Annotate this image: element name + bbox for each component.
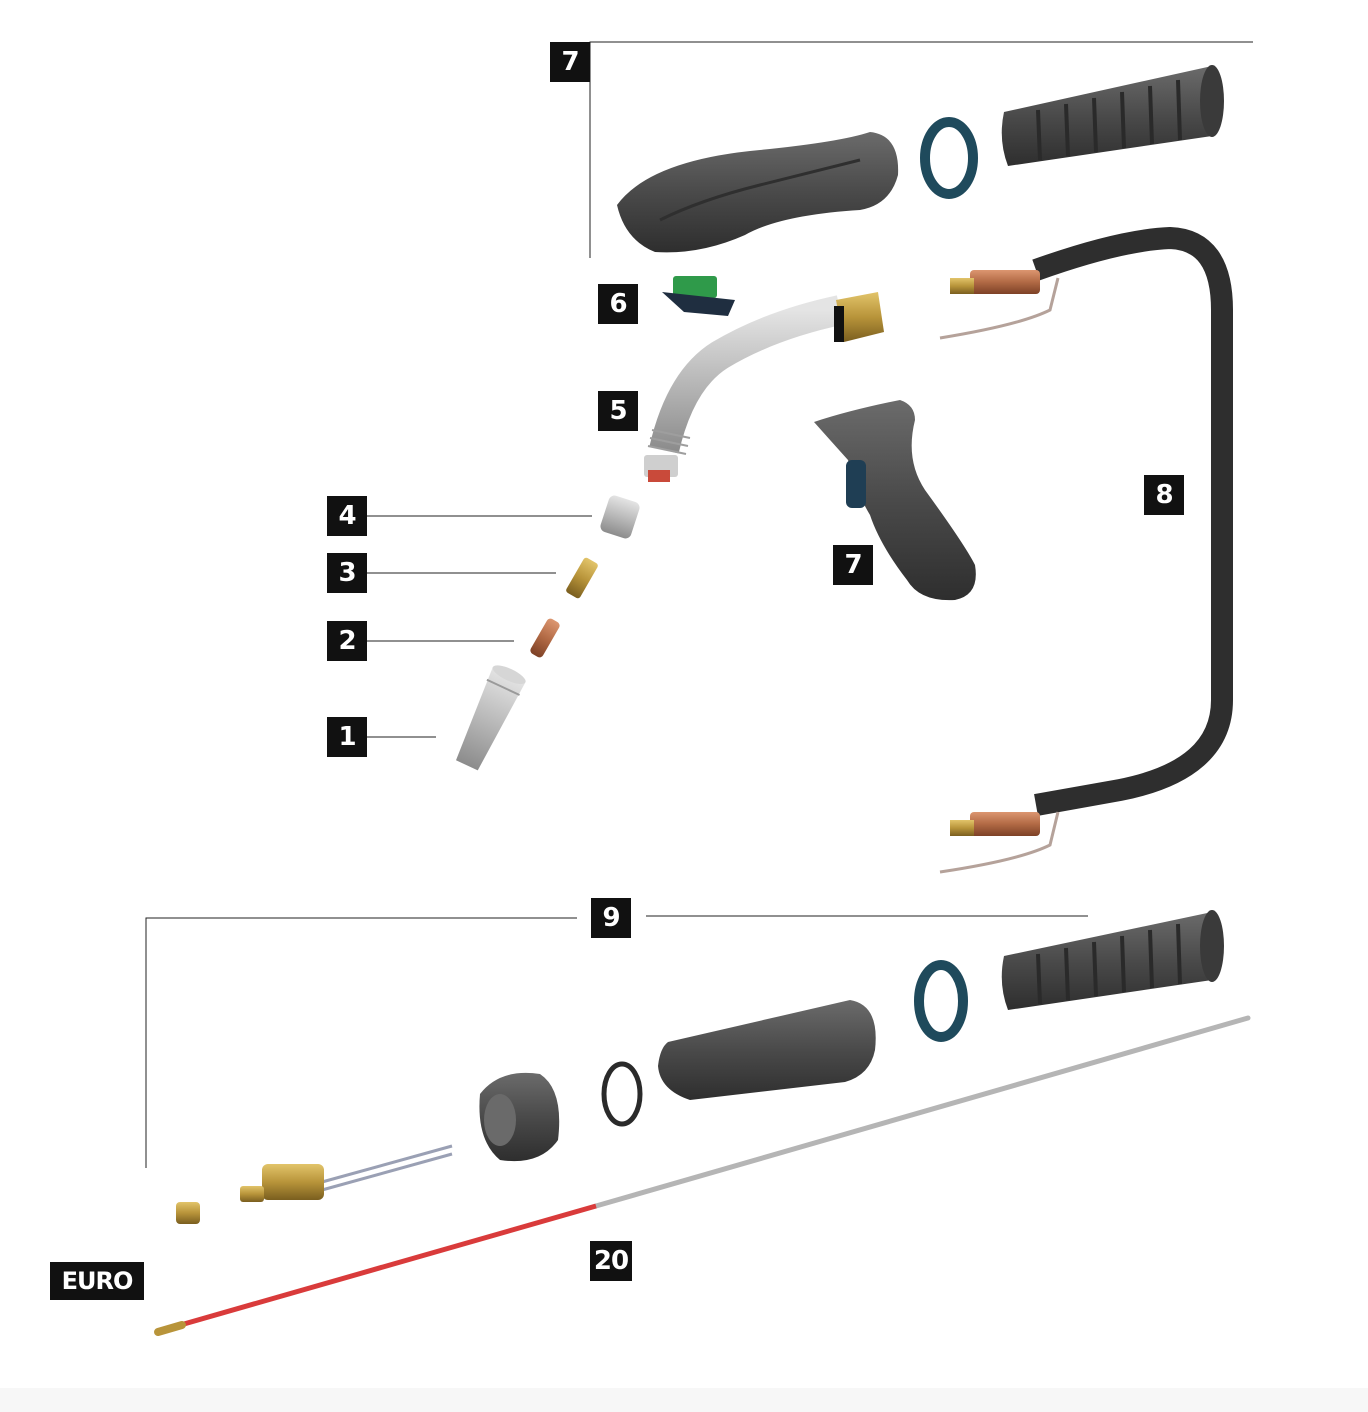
rear-handle-body [658, 1000, 876, 1100]
euro-nut [479, 1072, 560, 1162]
euro-small-nut [176, 1202, 200, 1224]
bottom-band [0, 1388, 1368, 1412]
label-nozzle: 1 [327, 717, 367, 757]
cable-assembly [939, 226, 1233, 874]
leader-lines [145, 41, 1253, 1168]
circlip [601, 1061, 643, 1127]
gas-diffuser [600, 495, 640, 539]
blue-ring-top [920, 117, 978, 199]
trigger-switch [662, 276, 735, 316]
label-liner: 20 [590, 1241, 632, 1281]
handle-upper [617, 132, 899, 253]
label-cable: 8 [1144, 475, 1184, 515]
swan-neck [644, 292, 884, 482]
label-gas-diffuser: 4 [327, 496, 367, 536]
cable-sleeve-bottom [1001, 910, 1224, 1010]
pistol-trigger [846, 460, 866, 508]
label-euro-group: 9 [591, 898, 631, 938]
blue-ring-bottom [914, 960, 968, 1042]
label-euro: EURO [50, 1262, 144, 1300]
contact-tip [530, 618, 560, 658]
label-pistol-grip: 7 [833, 545, 873, 585]
label-swan-neck: 5 [598, 391, 638, 431]
label-tip-holder: 3 [327, 553, 367, 593]
label-top-handle-group: 7 [550, 42, 590, 82]
label-switch: 6 [598, 284, 638, 324]
euro-connector [240, 1144, 453, 1202]
liner [154, 1015, 1251, 1336]
nozzle [455, 665, 526, 771]
handle-upper-detail [659, 158, 861, 222]
cable-sleeve-top [1001, 65, 1224, 166]
pistol-grip [814, 400, 976, 601]
label-contact-tip: 2 [327, 621, 367, 661]
tip-holder [566, 557, 598, 599]
